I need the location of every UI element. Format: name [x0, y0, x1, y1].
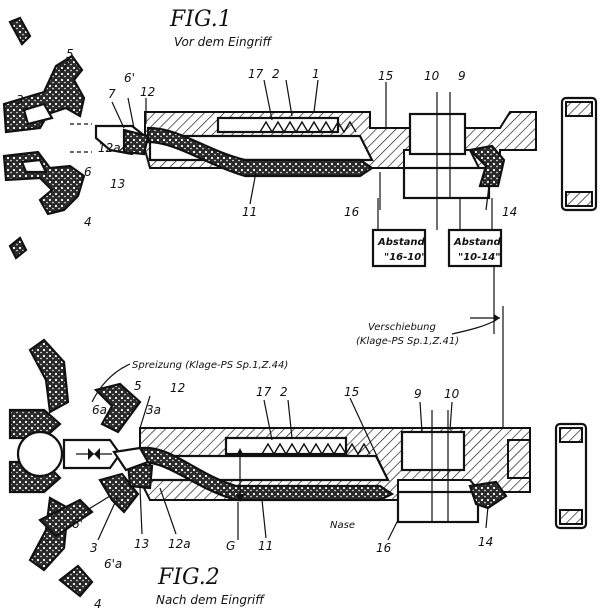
svg-text:3a: 3a [146, 403, 161, 417]
fig1-title: FIG.1 [169, 7, 232, 32]
svg-text:"10-14": "10-14" [458, 252, 500, 263]
fig2-title: FIG.2 [157, 565, 220, 590]
svg-text:12a: 12a [168, 537, 191, 551]
svg-text:5: 5 [66, 47, 74, 61]
svg-text:15: 15 [344, 385, 359, 399]
fig1-latch-arm [146, 126, 374, 178]
svg-text:16: 16 [376, 541, 392, 555]
svg-text:6': 6' [72, 517, 83, 531]
svg-text:Nase: Nase [330, 520, 355, 531]
svg-text:"16-10": "16-10" [384, 252, 426, 263]
svg-text:13: 13 [134, 537, 149, 551]
svg-text:Verschiebung: Verschiebung [368, 322, 436, 333]
fig2: Spreizung (Klage-PS Sp.1,Z.44) [8, 338, 588, 611]
svg-text:10: 10 [444, 387, 460, 401]
fig2-spring [261, 442, 371, 456]
fig1-box-10-14: Abstand "10-14" [447, 228, 503, 268]
fig1-box-16-10: Abstand "16-10" [371, 228, 426, 268]
fig1-subtitle: Vor dem Eingriff [174, 35, 273, 49]
fig2-leaders [83, 395, 489, 541]
svg-text:14: 14 [502, 205, 517, 219]
svg-text:11: 11 [258, 539, 273, 553]
svg-text:2: 2 [272, 67, 280, 81]
fig1-right-block [560, 96, 598, 212]
svg-text:9: 9 [414, 387, 422, 401]
fig1-spring [259, 120, 357, 134]
svg-text:Abstand: Abstand [377, 237, 425, 248]
svg-text:13: 13 [110, 177, 125, 191]
svg-text:4: 4 [94, 597, 102, 611]
fig2-tip [126, 460, 154, 490]
fig1-hook [467, 144, 506, 188]
svg-text:3: 3 [16, 93, 24, 107]
svg-text:Abstand: Abstand [453, 237, 501, 248]
fig2-latch-arm [140, 446, 395, 502]
svg-text:1: 1 [312, 67, 320, 81]
svg-text:5: 5 [134, 379, 142, 393]
svg-text:3: 3 [90, 541, 98, 555]
svg-text:15: 15 [378, 69, 393, 83]
svg-text:17: 17 [248, 67, 264, 81]
svg-text:6'a: 6'a [104, 557, 122, 571]
fig1-tool-jaws [2, 54, 92, 216]
fig1-leaders [61, 57, 491, 211]
svg-text:6a: 6a [92, 403, 107, 417]
spread-annotation: Spreizung (Klage-PS Sp.1,Z.44) [132, 360, 288, 371]
svg-text:2: 2 [280, 385, 288, 399]
svg-text:10: 10 [424, 69, 440, 83]
svg-text:4: 4 [84, 215, 92, 229]
svg-text:12: 12 [140, 85, 155, 99]
svg-text:6': 6' [124, 71, 135, 85]
shift-annotation: Verschiebung (Klage-PS Sp.1,Z.41) [356, 266, 504, 440]
fig2-hook [468, 480, 508, 510]
svg-text:12a: 12a [98, 141, 121, 155]
svg-text:G: G [226, 539, 235, 553]
fig2-subtitle: Nach dem Eingriff [156, 593, 265, 607]
svg-text:16: 16 [344, 205, 360, 219]
fig2-star-jaws [8, 338, 142, 598]
fig1: FIG.1 Vor dem Eingriff [2, 7, 598, 268]
svg-text:17: 17 [256, 385, 272, 399]
svg-text:14: 14 [478, 535, 493, 549]
svg-text:12: 12 [170, 381, 185, 395]
svg-text:9: 9 [458, 69, 466, 83]
svg-text:11: 11 [242, 205, 257, 219]
fig1-fragments [8, 16, 32, 260]
fig2-housing [139, 410, 531, 524]
fig2-right-block [554, 422, 588, 530]
svg-text:6: 6 [84, 165, 92, 179]
svg-text:(Klage-PS Sp.1,Z.41): (Klage-PS Sp.1,Z.41) [356, 336, 459, 347]
svg-text:7: 7 [108, 87, 116, 101]
